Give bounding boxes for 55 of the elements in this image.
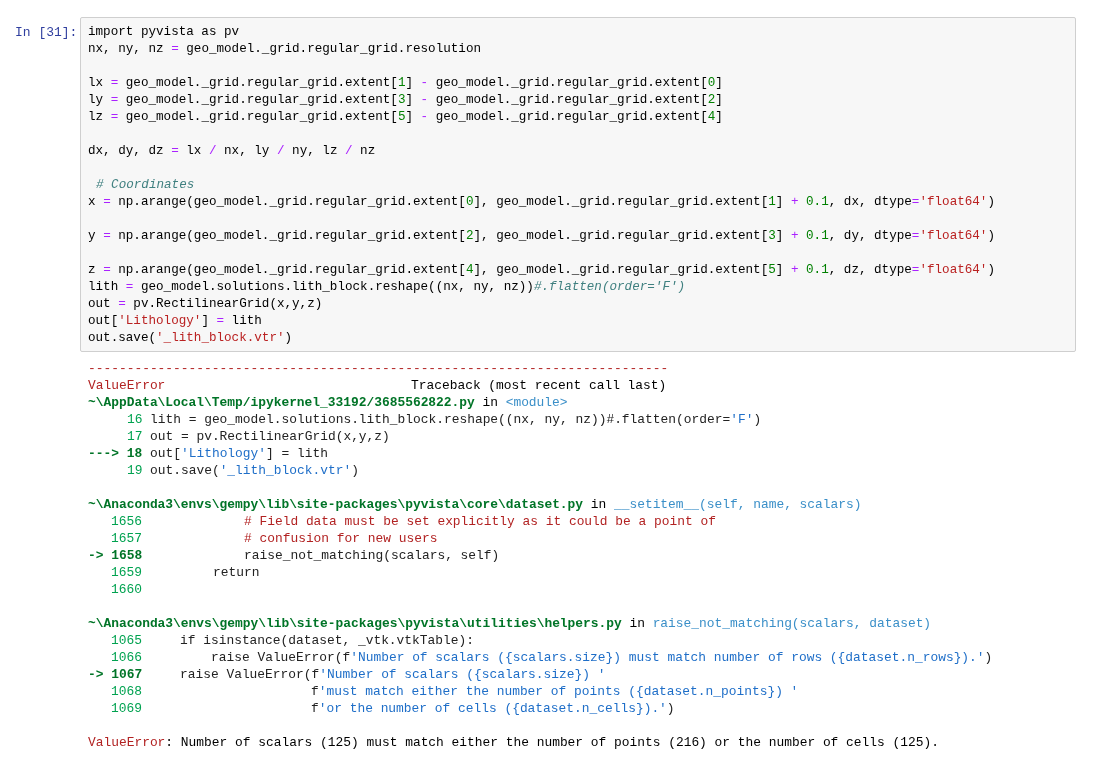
function-signature: raise_not_matching(scalars, dataset)	[652, 615, 932, 632]
error-message: ValueError: Number of scalars (125) must match either the number of points (216) or the number of cells (125).	[88, 734, 939, 751]
traceback-header: Traceback (most recent call last)	[411, 377, 667, 394]
code-line: lz = geo_model._grid.regular_grid.extent[5] - geo_model._grid.regular_grid.extent[4]	[88, 109, 723, 126]
input-prompt: In [31]:	[15, 24, 78, 41]
traceback-code: # confusion for new users	[244, 530, 438, 547]
line-number: 1659	[111, 564, 142, 581]
traceback-code: return	[213, 564, 260, 581]
file-path: ~\Anaconda3\envs\gempy\lib\site-packages\pyvista\core\dataset.py	[88, 496, 584, 513]
traceback-text: in	[590, 496, 607, 513]
function-signature: <module>	[505, 394, 568, 411]
file-path: ~\AppData\Local\Temp/ipykernel_33192/3685562822.py	[88, 394, 475, 411]
traceback-code: out = pv.RectilinearGrid(x,y,z)	[150, 428, 390, 445]
traceback-code: f'must match either the number of points ({dataset.n_points}) '	[311, 683, 799, 700]
current-line-marker: ---> 18	[88, 445, 143, 462]
line-number: 1069	[111, 700, 142, 717]
code-line: out['Lithology'] = lith	[88, 313, 262, 330]
code-line: out = pv.RectilinearGrid(x,y,z)	[88, 296, 323, 313]
function-signature: __setitem__(self, name, scalars)	[613, 496, 862, 513]
traceback-text: in	[629, 615, 645, 632]
line-number: 17	[127, 428, 143, 445]
separator-dashes: ---------------------------------------------------------------------------	[88, 360, 669, 377]
traceback-code: lith = geo_model.solutions.lith_block.reshape((nx, ny, nz))#.flatten(order='F')	[150, 411, 762, 428]
code-line: z = np.arange(geo_model._grid.regular_grid.extent[4], geo_model._grid.regular_grid.extent[5] + 0.1, dz, dtype='float64')	[88, 262, 995, 279]
code-line: out.save('_lith_block.vtr')	[88, 330, 293, 347]
traceback-code: raise_not_matching(scalars, self)	[244, 547, 500, 564]
line-number: 1068	[111, 683, 142, 700]
traceback-code: if isinstance(dataset, _vtk.vtkTable):	[180, 632, 474, 649]
line-number: 1660	[111, 581, 142, 598]
code-line: dx, dy, dz = lx / nx, ly / ny, lz / nz	[88, 143, 376, 160]
traceback-code: # Field data must be set explicitly as it could be a point of	[244, 513, 716, 530]
line-number: 16	[127, 411, 143, 428]
traceback-text: in	[482, 394, 498, 411]
traceback-code: out.save('_lith_block.vtr')	[150, 462, 359, 479]
code-line: lith = geo_model.solutions.lith_block.reshape((nx, ny, nz))#.flatten(order='F')	[88, 279, 686, 296]
code-line: import pyvista as pv	[88, 24, 240, 41]
code-line: x = np.arange(geo_model._grid.regular_grid.extent[0], geo_model._grid.regular_grid.extent[1] + 0.1, dx, dtype='float64')	[88, 194, 995, 211]
code-line: # Coordinates	[96, 177, 195, 194]
file-path: ~\Anaconda3\envs\gempy\lib\site-packages\pyvista\utilities\helpers.py	[88, 615, 622, 632]
traceback-code: raise ValueError(f'Number of scalars ({scalars.size}) must match number of rows ({dataset.n_rows}).')	[211, 649, 993, 666]
line-number: 1657	[111, 530, 142, 547]
code-line: y = np.arange(geo_model._grid.regular_grid.extent[2], geo_model._grid.regular_grid.extent[3] + 0.1, dy, dtype='float64')	[88, 228, 995, 245]
traceback-code: raise ValueError(f'Number of scalars ({scalars.size}) '	[180, 666, 606, 683]
current-line-marker: -> 1067	[88, 666, 143, 683]
error-type: ValueError	[88, 377, 166, 394]
line-number: 1065	[111, 632, 142, 649]
code-line: lx = geo_model._grid.regular_grid.extent[1] - geo_model._grid.regular_grid.extent[0]	[88, 75, 723, 92]
line-number: 1066	[111, 649, 142, 666]
current-line-marker: -> 1658	[88, 547, 143, 564]
line-number: 19	[127, 462, 143, 479]
code-line: nx, ny, nz = geo_model._grid.regular_grid.resolution	[88, 41, 481, 58]
traceback-code: f'or the number of cells ({dataset.n_cells}).')	[311, 700, 675, 717]
traceback-code: out['Lithology'] = lith	[150, 445, 328, 462]
code-line: ly = geo_model._grid.regular_grid.extent[3] - geo_model._grid.regular_grid.extent[2]	[88, 92, 723, 109]
line-number: 1656	[111, 513, 142, 530]
